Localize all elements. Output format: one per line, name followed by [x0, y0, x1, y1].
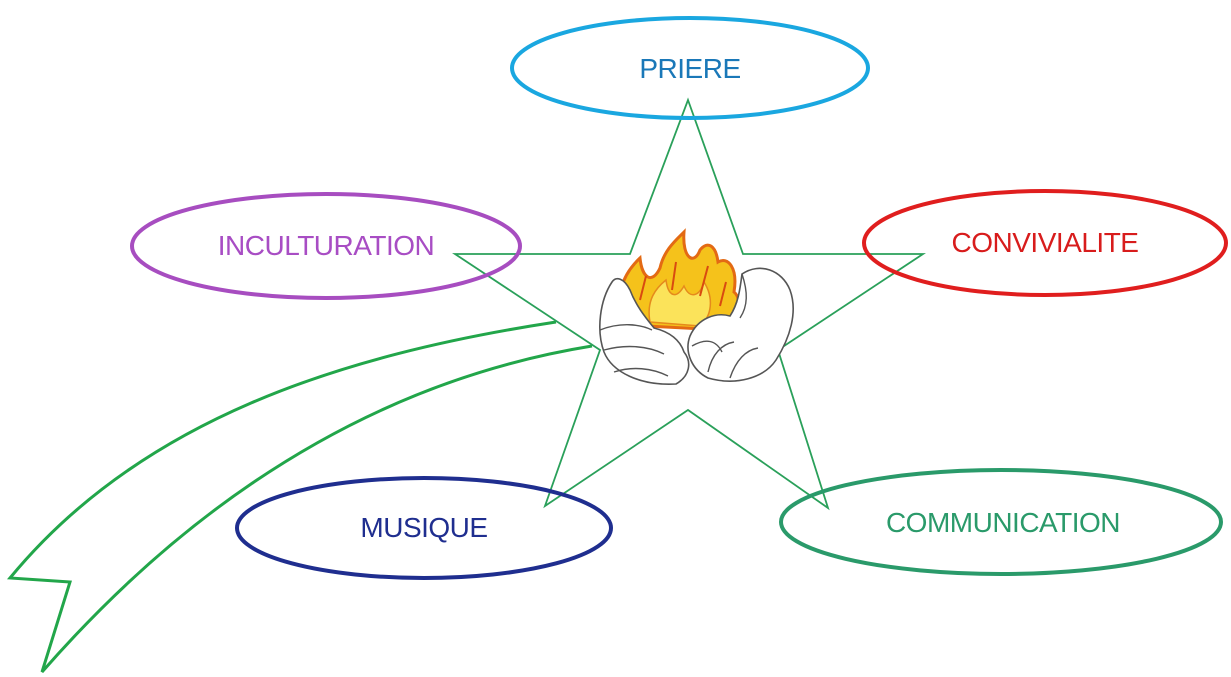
- star-outline: [452, 97, 926, 511]
- node-ellipse-priere: [510, 16, 870, 120]
- node-ellipse-musique: [235, 476, 613, 580]
- node-label-convivialite: CONVIVIALITE: [951, 227, 1139, 258]
- hands-holding-fire-icon: [599, 228, 794, 385]
- node-ellipse-inculturation: [130, 192, 522, 300]
- node-label-communication: COMMUNICATION: [885, 507, 1121, 538]
- node-label-musique: MUSIQUE: [360, 512, 488, 543]
- node-label-inculturation: INCULTURATION: [217, 230, 435, 261]
- node-ellipse-convivialite: [862, 189, 1228, 297]
- comet-tail: [6, 320, 593, 673]
- node-ellipse-communication: [779, 468, 1223, 576]
- node-label-priere: PRIERE: [639, 53, 741, 84]
